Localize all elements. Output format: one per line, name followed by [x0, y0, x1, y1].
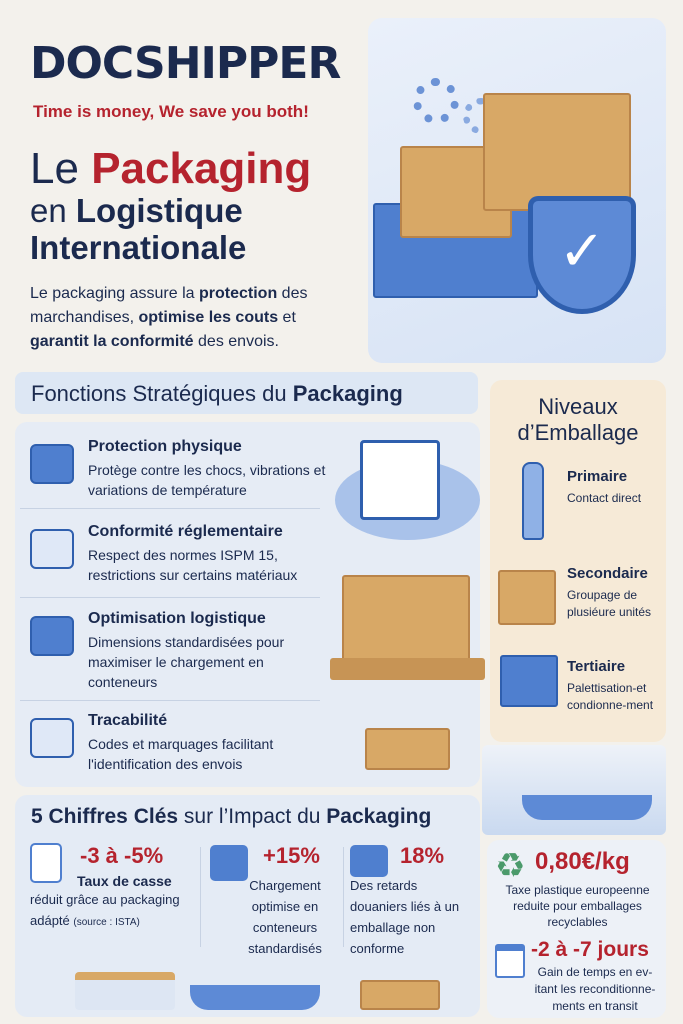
- stat-plastic-tax: 0,80€/kg: [535, 848, 630, 875]
- breakage-desc: réduit grâce au packaging adápté: [30, 892, 180, 928]
- bottle-icon: [522, 462, 544, 540]
- breakage-source: (source : ISTA): [73, 917, 140, 928]
- port-crane-illustration: [482, 745, 666, 835]
- recycle-icon: ♻: [495, 847, 526, 885]
- stat-loading: +15% Chargement optimise en conteneurs s…: [205, 843, 345, 959]
- intro-text: Le packaging assure la protection des ma…: [30, 285, 308, 350]
- calendar-icon: [495, 944, 525, 978]
- key-figures-panel: 5 Chiffres Clés sur l’Impact du Packagin…: [15, 795, 480, 1017]
- page-title-line1: Le Packaging: [30, 145, 311, 193]
- hero-illustration: ✓: [368, 18, 666, 363]
- stat-time-saved: -2 à -7 jours: [531, 938, 649, 961]
- stacked-containers-icon: [30, 616, 74, 656]
- functions-heading: Fonctions Stratégiques du Packaging: [15, 372, 478, 414]
- logistics-chain-illustration: [30, 970, 470, 1012]
- key-figures-side-panel: ♻ 0,80€/kg Taxe plastique europeenne red…: [487, 840, 666, 1018]
- title-packaging: Packaging: [91, 144, 312, 193]
- cardboard-box: [483, 93, 631, 211]
- page-title-line2: en Logistique: [30, 193, 243, 229]
- customs-clock-icon: [350, 845, 388, 877]
- title-en: en: [30, 192, 67, 229]
- document-icon: [30, 843, 62, 883]
- cardboard-box-icon: [498, 570, 556, 625]
- pallet-icon: [210, 845, 248, 881]
- stat-customs-delays: 18% Des retards douaniers liés à un emba…: [350, 843, 460, 956]
- title-le: Le: [30, 144, 79, 193]
- page-title-line3: Internationale: [30, 229, 247, 266]
- gear-icon: [413, 78, 459, 124]
- shield-check-icon: ✓: [528, 196, 636, 314]
- title-logistique: Logistique: [75, 192, 243, 229]
- tagline: Time is money, We save you both!: [33, 102, 309, 121]
- pallet-icon: [500, 655, 558, 707]
- docshipper-logo: DOCSHIPPER: [30, 38, 341, 89]
- clipboard-check-icon: [30, 529, 74, 569]
- key-figures-heading: 5 Chiffres Clés sur l’Impact du Packagin…: [31, 805, 432, 828]
- stat-breakage: -3 à -5% Taux de casse réduit grâce au p…: [30, 843, 180, 928]
- levels-title: Niveaux: [538, 394, 618, 419]
- packaging-illustration: [330, 430, 490, 770]
- shield-icon: [30, 444, 74, 484]
- barcode-search-icon: [30, 718, 74, 758]
